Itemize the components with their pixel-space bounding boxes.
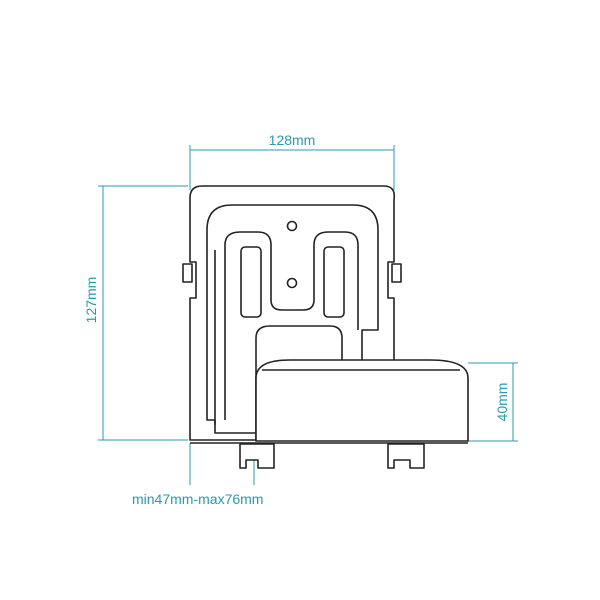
left-side-tab: [182, 263, 193, 283]
width-label: 128mm: [269, 132, 316, 148]
clamp-feet: [239, 443, 425, 469]
bottom-screw-hole: [286, 277, 298, 289]
wall-plate: [182, 185, 402, 441]
right-inner-slot: [323, 246, 345, 318]
front-tray: [190, 359, 469, 444]
front-tray-body: [255, 359, 469, 442]
right-side-tab: [391, 263, 402, 283]
left-bracket-slot: [224, 231, 359, 420]
left-clamp-foot: [239, 443, 275, 469]
left-inner-slot: [240, 246, 262, 318]
top-screw-hole: [286, 220, 298, 232]
range-label: min47mm-max76mm: [132, 491, 263, 507]
right-clamp-foot: [387, 443, 425, 469]
height-label: 127mm: [83, 277, 99, 324]
wall-plate-lower-panel: [255, 325, 343, 440]
depth-label: 40mm: [494, 383, 510, 422]
